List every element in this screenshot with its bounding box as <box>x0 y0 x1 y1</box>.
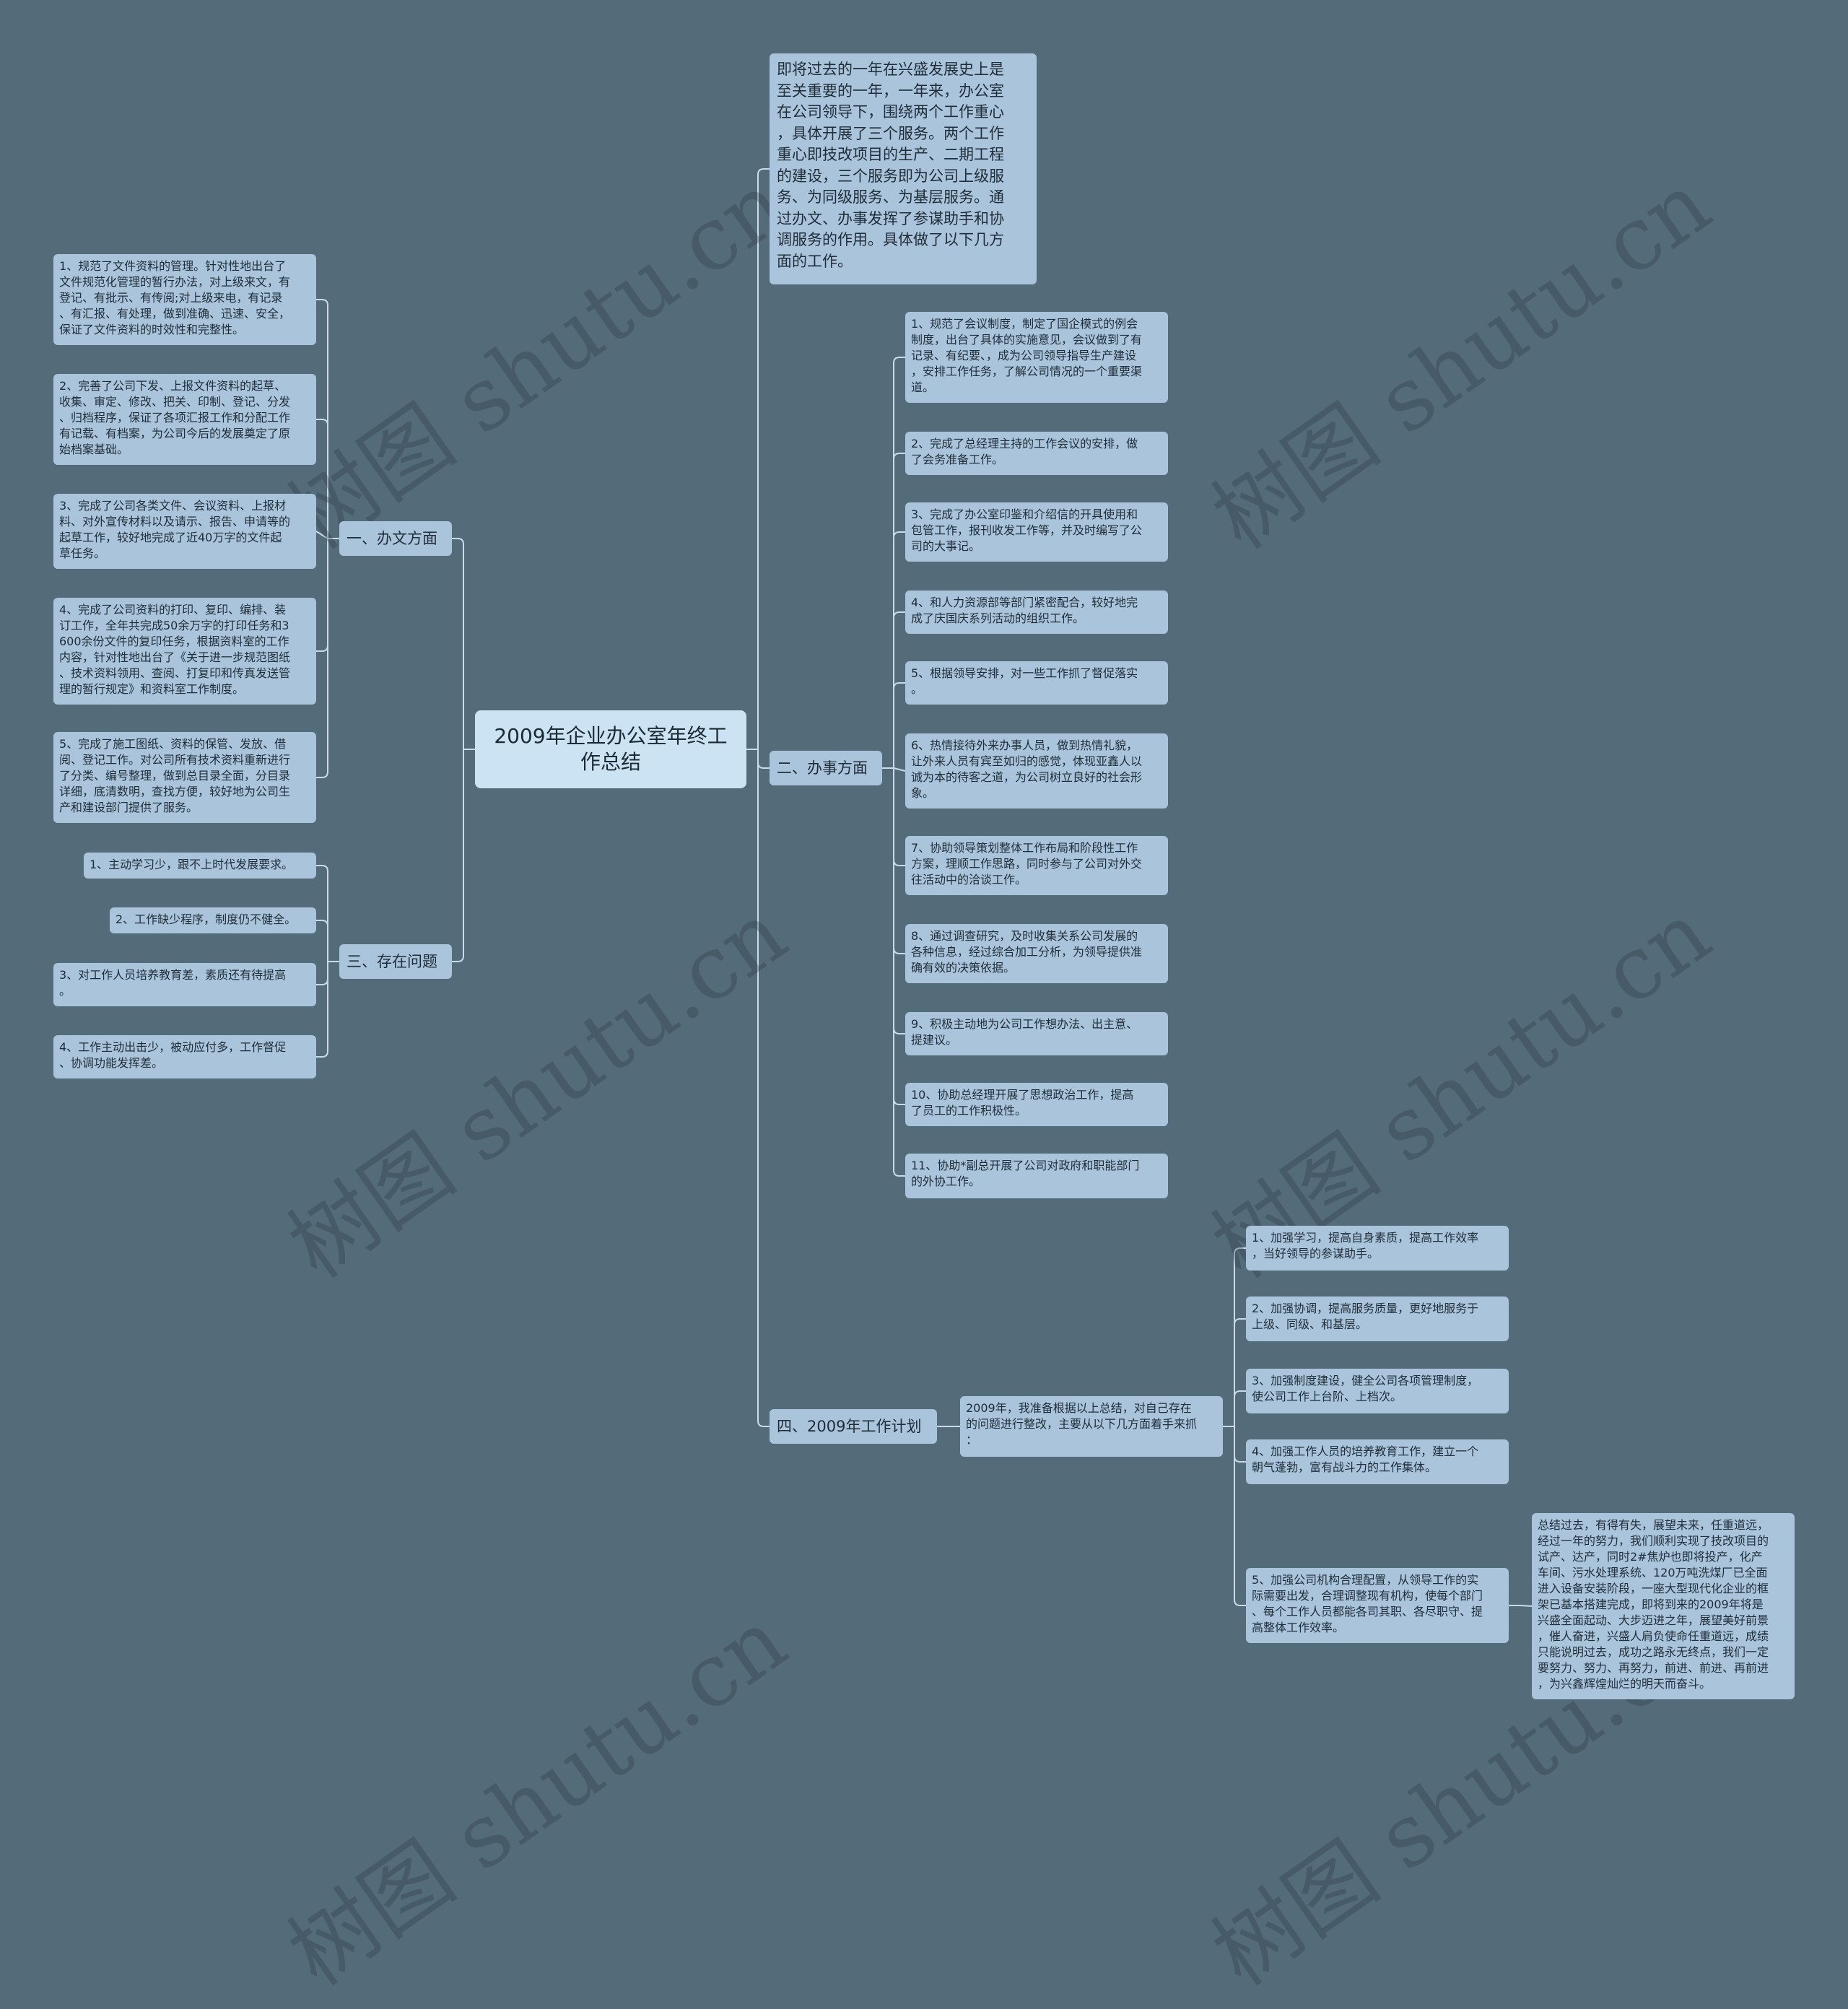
b4-subtopic[interactable]: 2009年，我准备根据以上总结，对自己存在 的问题进行整改，主要从以下几方面着手… <box>960 1396 1223 1457</box>
b2-item-5[interactable]: 5、根据领导安排，对一些工作抓了督促落实 。 <box>905 661 1168 705</box>
b4-item-2[interactable]: 2、加强协调，提高服务质量，更好地服务于 上级、同级、和基层。 <box>1246 1297 1509 1341</box>
branch-b2[interactable]: 二、办事方面 <box>770 751 882 785</box>
b2-item-8[interactable]: 8、通过调查研究，及时收集关系公司发展的 各种信息，经过综合加工分析，为领导提供… <box>905 924 1168 983</box>
b2-item-3[interactable]: 3、完成了办公室印鉴和介绍信的开具使用和 包管工作，报刊收发工作等，并及时编写了… <box>905 502 1168 562</box>
branch-b4[interactable]: 四、2009年工作计划 <box>770 1409 937 1444</box>
connector-line <box>316 539 328 778</box>
connector-line <box>893 768 905 866</box>
b2-item-9[interactable]: 9、积极主动地为公司工作想办法、出主意、 提建议。 <box>905 1012 1168 1055</box>
connector-line <box>757 168 770 749</box>
connector-line <box>452 749 464 962</box>
b3-item-2[interactable]: 2、工作缺少程序，制度仍不健全。 <box>110 907 316 933</box>
b1-item-2[interactable]: 2、完善了公司下发、上报文件资料的起草、 收集、审定、修改、把关、印制、登记、分… <box>53 374 316 465</box>
connector-line <box>452 538 464 749</box>
b2-item-10[interactable]: 10、协助总经理开展了思想政治工作，提高 了员工的工作积极性。 <box>905 1083 1168 1126</box>
b2-item-2[interactable]: 2、完成了总经理主持的工作会议的安排，做 了会务准备工作。 <box>905 432 1168 475</box>
watermark: 树图 shutu.cn <box>271 1590 804 2005</box>
connector-line <box>893 768 905 1034</box>
connector-line <box>893 768 905 1105</box>
connector-line <box>1234 1390 1246 1426</box>
b4-conclusion[interactable]: 总结过去，有得有失，展望未来，任重道远， 经过一年的努力，我们顺利实现了技改项目… <box>1532 1513 1795 1699</box>
connector-line <box>1234 1247 1246 1426</box>
b3-item-4[interactable]: 4、工作主动出击少，被动应付多，工作督促 、协调功能发挥差。 <box>53 1035 316 1078</box>
watermark: 树图 shutu.cn <box>271 883 804 1298</box>
connector-line <box>316 962 328 1058</box>
b2-item-11[interactable]: 11、协助*副总开展了公司对政府和职能部门 的外协工作。 <box>905 1154 1168 1198</box>
intro-node[interactable]: 即将过去的一年在兴盛发展史上是 至关重要的一年，一年来，办公室 在公司领导下，围… <box>770 53 1037 284</box>
b2-item-1[interactable]: 1、规范了会议制度，制定了国企模式的例会 制度，出台了具体的实施意见，会议做到了… <box>905 312 1168 403</box>
connector-line <box>1234 1318 1246 1426</box>
b4-item-5[interactable]: 5、加强公司机构合理配置，从领导工作的实 际需要出发，合理调整现有机构，使每个部… <box>1246 1568 1509 1643</box>
b4-item-4[interactable]: 4、加强工作人员的培养教育工作，建立一个 朝气蓬勃，富有战斗力的工作集体。 <box>1246 1439 1509 1484</box>
b1-item-4[interactable]: 4、完成了公司资料的打印、复印、编排、装 订工作，全年共完成50余万字的打印任务… <box>53 598 316 705</box>
connector-line <box>1234 1426 1246 1463</box>
b4-item-3[interactable]: 3、加强制度建设，健全公司各项管理制度， 使公司工作上台阶、上档次。 <box>1246 1369 1509 1413</box>
connector-line <box>893 682 905 768</box>
b4-item-1[interactable]: 1、加强学习，提高自身素质，提高工作效率 ，当好领导的参谋助手。 <box>1246 1226 1509 1271</box>
connector-line <box>316 539 328 652</box>
b2-item-7[interactable]: 7、协助领导策划整体工作布局和阶段性工作 方案，理顺工作思路，同时参与了公司对外… <box>905 836 1168 895</box>
connector-line <box>316 419 328 539</box>
b1-item-1[interactable]: 1、规范了文件资料的管理。针对性地出台了 文件规范化管理的暂行办法，对上级来文，… <box>53 254 316 345</box>
connector-line <box>893 768 905 1177</box>
watermark: 树图 shutu.cn <box>271 154 804 569</box>
b3-item-1[interactable]: 1、主动学习少，跟不上时代发展要求。 <box>84 853 316 879</box>
connector-line <box>893 453 905 768</box>
connector-line <box>893 768 905 954</box>
watermark: 树图 shutu.cn <box>1195 154 1728 569</box>
b1-item-5[interactable]: 5、完成了施工图纸、资料的保管、发放、借 阅、登记工作。对公司所有技术资料重新进… <box>53 732 316 823</box>
connector-line <box>893 767 906 772</box>
branch-b1[interactable]: 一、办文方面 <box>339 521 452 556</box>
mindmap-canvas: 树图 shutu.cn 树图 shutu.cn 树图 shutu.cn 树图 s… <box>53 53 1795 2005</box>
connector-line <box>757 749 770 769</box>
connector-line <box>893 611 905 768</box>
root-topic[interactable]: 2009年企业办公室年终工 作总结 <box>475 710 746 788</box>
connector-line <box>757 749 770 1427</box>
connector-line <box>316 299 328 539</box>
b1-item-3[interactable]: 3、完成了公司各类文件、会议资料、上报材 料、对外宣传材料以及请示、报告、申请等… <box>53 494 316 569</box>
connector-line <box>315 531 328 539</box>
b3-item-3[interactable]: 3、对工作人员培养教育差，素质还有待提高 。 <box>53 963 316 1006</box>
b2-item-4[interactable]: 4、和人力资源部等部门紧密配合，较好地完 成了庆国庆系列活动的组织工作。 <box>905 591 1168 634</box>
connector-line <box>316 920 328 962</box>
connector-line <box>1520 1605 1533 1607</box>
branch-b3[interactable]: 三、存在问题 <box>339 944 452 979</box>
connector-line <box>1234 1426 1246 1606</box>
b2-item-6[interactable]: 6、热情接待外来办事人员，做到热情礼貌， 让外来人员有宾至如归的感觉，体现亚鑫人… <box>905 733 1168 809</box>
connector-line <box>316 962 328 985</box>
connector-line <box>893 531 905 768</box>
connector-line <box>893 357 905 768</box>
connector-line <box>316 865 328 962</box>
